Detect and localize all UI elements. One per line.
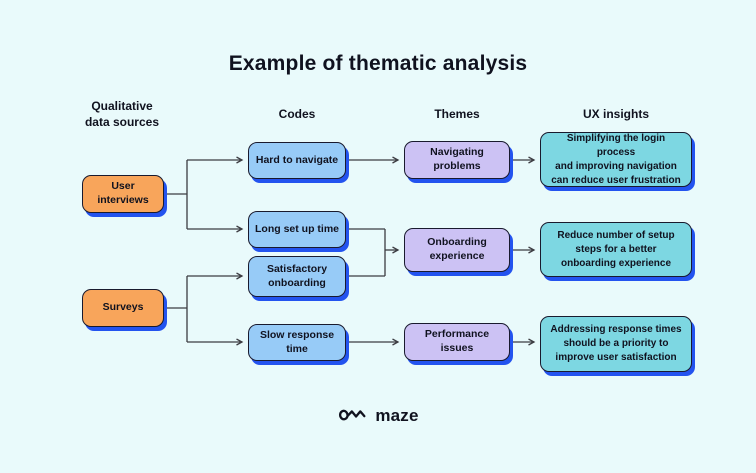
node-performance-issues: Performance issues (404, 323, 510, 361)
node-surveys: Surveys (82, 289, 164, 327)
node-slow-response-time: Slow response time (248, 324, 346, 361)
maze-logo-icon (339, 409, 366, 421)
maze-logo: maze (0, 401, 756, 431)
node-onboarding-experience: Onboarding experience (404, 228, 510, 272)
node-insight-response-times: Addressing response times should be a pr… (540, 316, 692, 372)
column-header-ux-insights: UX insights (582, 107, 649, 121)
maze-logo-wordmark: maze (375, 406, 419, 425)
connector-user-interviews-trunk (164, 160, 188, 229)
node-hard-to-navigate: Hard to navigate (248, 142, 346, 179)
page-title: Example of thematic analysis (228, 52, 528, 75)
node-user-interviews: User interviews (82, 175, 164, 213)
connector-codes-merge-trunk (346, 228, 386, 277)
column-header-qualitative-data-sources: Qualitative data sources (84, 99, 160, 130)
node-satisfactory-onboarding: Satisfactory onboarding (248, 256, 346, 297)
node-insight-setup-steps: Reduce number of setup steps for a bette… (540, 222, 692, 277)
node-long-set-up-time: Long set up time (248, 211, 346, 248)
column-header-codes: Codes (278, 107, 316, 121)
connector-surveys-trunk (164, 276, 188, 342)
column-header-themes: Themes (434, 107, 480, 121)
node-navigating-problems: Navigating problems (404, 141, 510, 179)
node-insight-login-process: Simplifying the login process and improv… (540, 132, 692, 187)
